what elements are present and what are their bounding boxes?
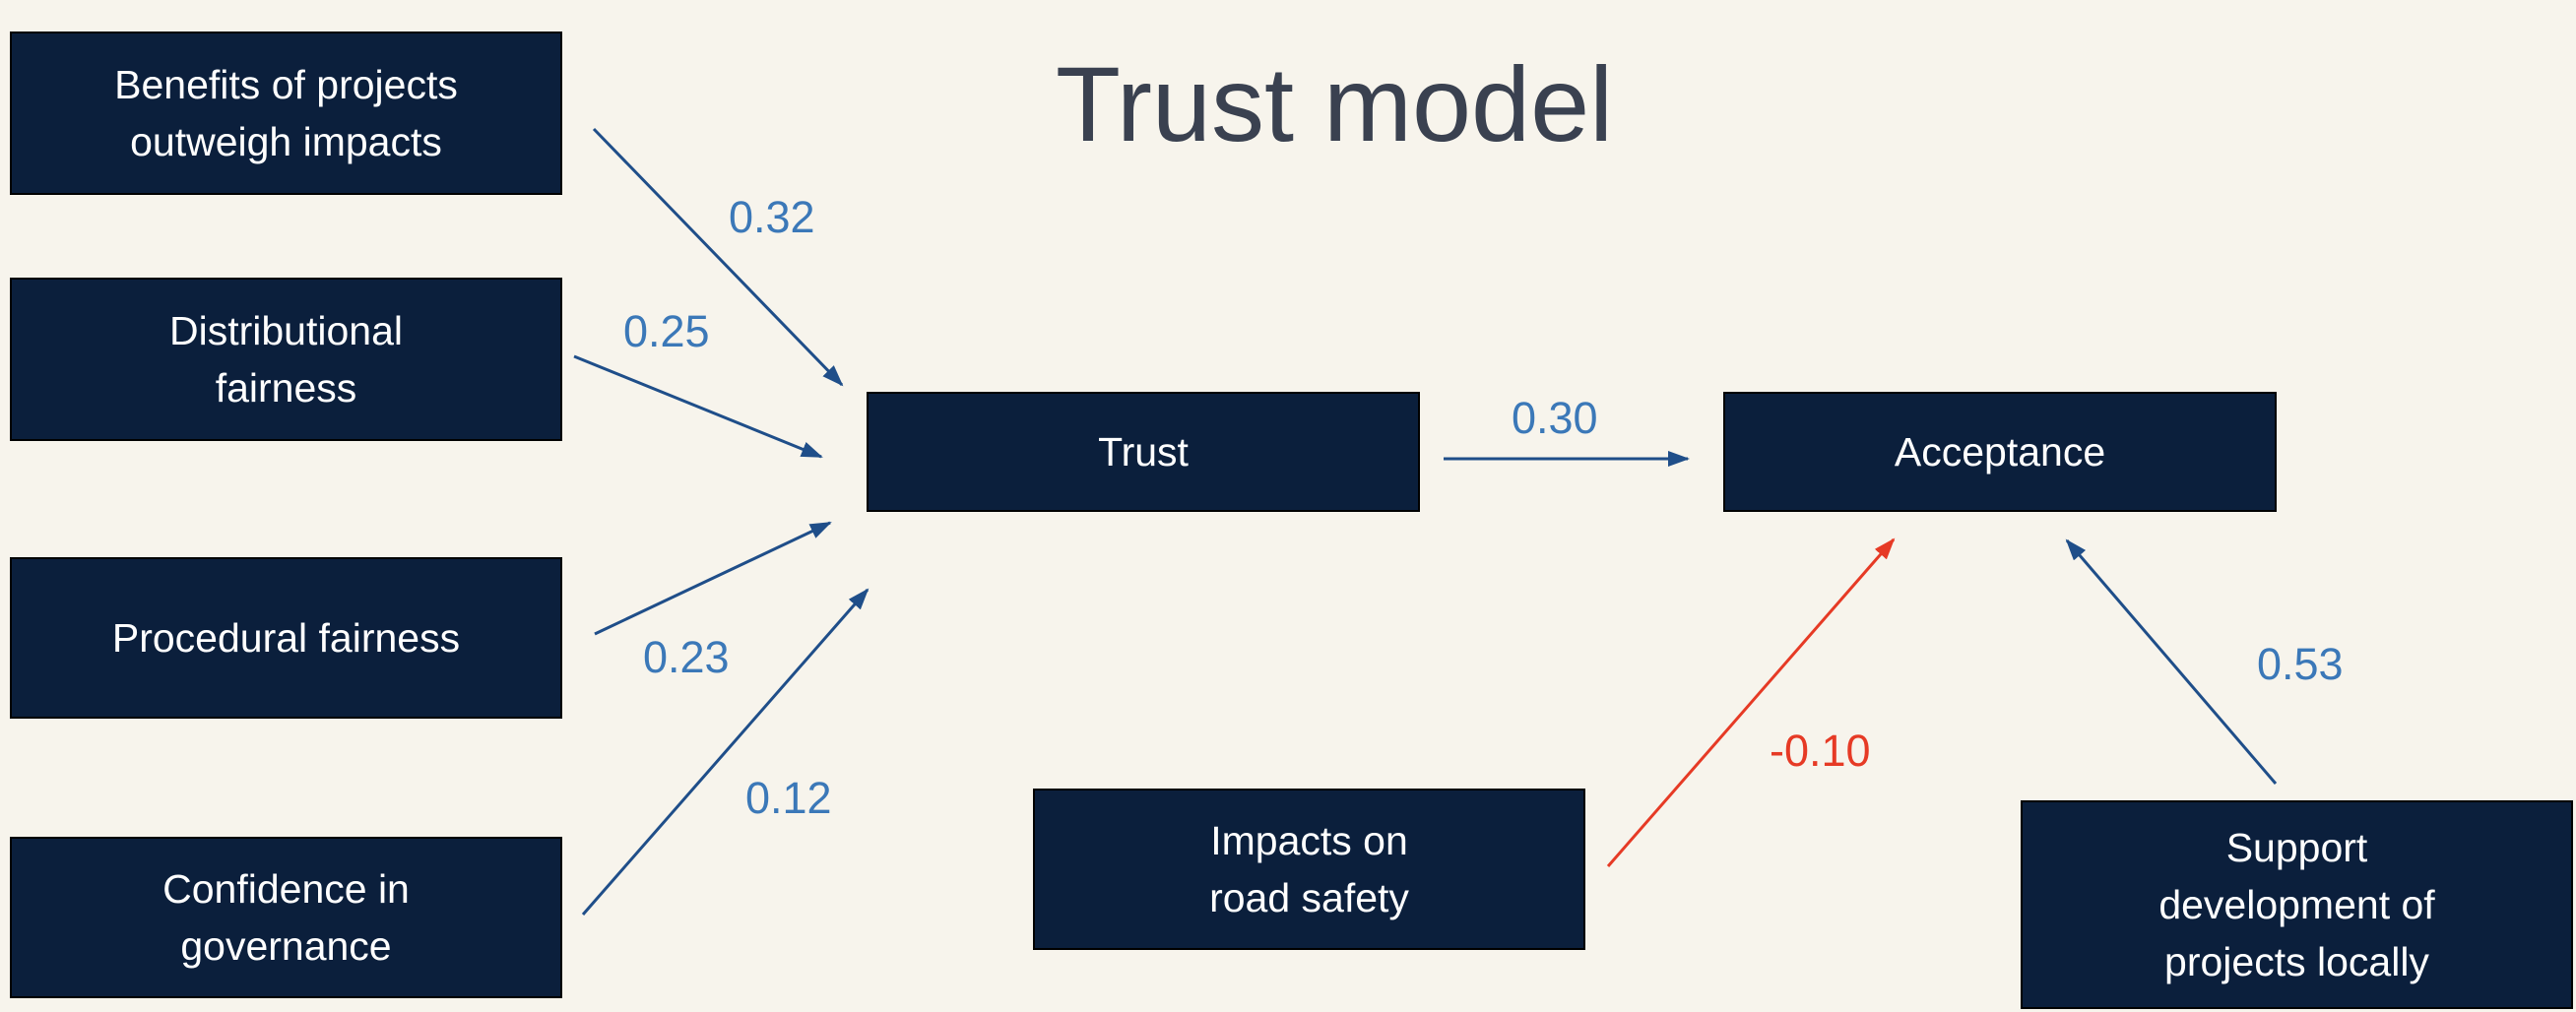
edge-procedural-to-trust [594,521,832,636]
edge-support-to-acceptance [2065,538,2278,785]
node-distributional-fairness: Distributional fairness [10,278,562,441]
coef-benefits: 0.32 [729,192,815,242]
edge-benefits-to-trust [592,127,844,387]
node-impacts-on-road-safety: Impacts on road safety [1033,789,1585,950]
coef-procedural: 0.23 [643,632,730,682]
node-trust: Trust [867,392,1420,512]
node-support-development: Support development of projects locally [2021,800,2573,1009]
coef-support: 0.53 [2257,639,2344,689]
node-confidence-in-governance: Confidence in governance [10,837,562,998]
edge-road-safety-to-acceptance [1606,538,1896,867]
node-benefits: Benefits of projects outweigh impacts [10,32,562,195]
node-procedural-fairness: Procedural fairness [10,557,562,719]
coef-confidence: 0.12 [745,773,832,823]
edge-confidence-to-trust [581,588,869,916]
coef-trust-acceptance: 0.30 [1512,393,1598,443]
coef-road-safety: -0.10 [1770,726,1871,776]
edge-distributional-to-trust [573,354,823,459]
coef-distributional: 0.25 [623,306,710,356]
node-acceptance: Acceptance [1723,392,2277,512]
diagram-title: Trust model [1056,44,1614,163]
